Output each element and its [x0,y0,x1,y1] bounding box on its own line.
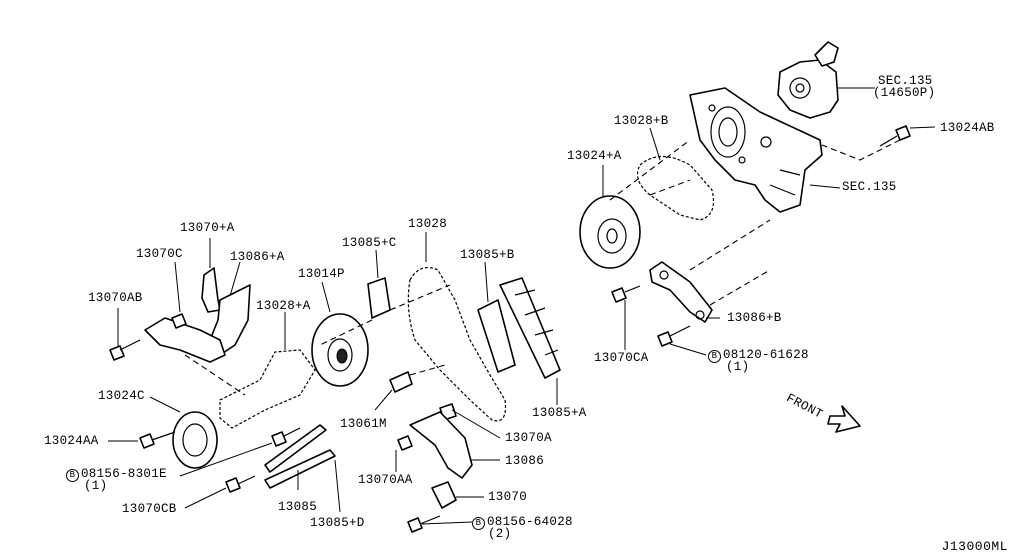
label-13085a-plus: 13085+A [532,406,587,420]
label-13085: 13085 [278,500,318,514]
label-13024ab: 13024AB [940,121,995,135]
bolt-13070ab [109,339,141,361]
label-13028a-plus: 13028+A [256,299,311,313]
label-13028b-plus: 13028+B [614,114,669,128]
engine-front-cover-housing [689,87,823,213]
label-13014p: 13014P [298,267,345,281]
bolt-13024ab [879,125,911,147]
bolt-08156-8301e [271,427,301,447]
plate-13024c [172,411,218,469]
label-08120-qty: (1) [726,360,750,374]
guide-13085b [477,299,516,373]
guide-13086a [209,284,251,356]
label-13085d-plus: 13085+D [310,516,365,530]
label-13085b-plus: 13085+B [460,248,515,262]
bolt-08120 [657,325,691,347]
label-08156-64028-qty: (2) [488,527,512,541]
bolt-13070c [171,313,187,329]
label-13070cb: 13070CB [122,502,177,516]
bolt-13070cb [225,475,256,493]
label-13070a-plus: 13070+A [180,221,235,235]
tensioner-13070 [431,481,457,509]
chain-13028a [219,349,316,429]
tensioner-13070a [201,267,221,313]
label-08156-8301e-qty: (1) [84,479,108,493]
guide-13085a [499,277,561,379]
chain-13028 [407,267,507,422]
sprocket-13024a [579,195,641,269]
b-symbol-icon: B [472,517,485,530]
label-13086b-plus: 13086+B [727,311,782,325]
b-symbol-icon: B [708,350,721,363]
label-13024c: 13024C [98,389,145,403]
tensioner-arm-13086b [649,261,713,323]
label-13086a-plus: 13086+A [230,250,285,264]
label-13086: 13086 [505,454,545,468]
pad-13085c [367,277,391,319]
label-13028: 13028 [408,217,448,231]
label-13070ab: 13070AB [88,291,143,305]
bolt-13024aa [139,431,176,449]
label-13024a-plus: 13024+A [567,149,622,163]
guide-13086 [409,411,473,479]
b-symbol-icon: B [66,469,79,482]
label-13070aa: 13070AA [358,473,413,487]
label-13024aa: 13024AA [44,434,99,448]
chain-13028b [637,155,715,221]
label-sec135-top-sub: (14650P) [873,86,936,100]
label-sec135-right: SEC.135 [842,180,897,194]
bolt-08156-64028 [407,515,441,533]
diagram-code: J13000ML [941,539,1008,554]
label-13070ca: 13070CA [594,351,649,365]
label-13061m: 13061M [340,417,387,431]
bolt-13070ca [611,285,641,303]
label-13070a: 13070A [505,431,552,445]
label-13070: 13070 [488,490,528,504]
label-13085c-plus: 13085+C [342,236,397,250]
bolt-13070aa [397,435,413,451]
label-sec135-top: SEC.135 [878,74,933,88]
front-arrow [827,405,861,433]
label-13070c: 13070C [136,247,183,261]
sensor-13061m [389,371,413,393]
water-pump [777,41,839,119]
guide-13085 [264,424,336,489]
sprocket-13014p [311,313,369,387]
